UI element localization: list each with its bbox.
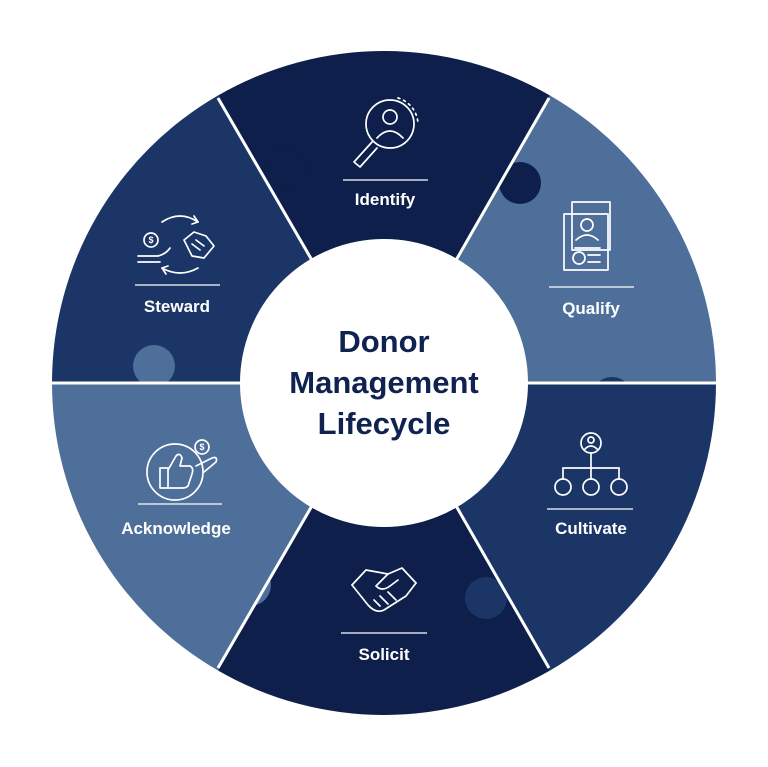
segment-identify-content: Identify	[343, 97, 428, 209]
segment-label-cultivate: Cultivate	[555, 519, 627, 538]
segment-label-identify: Identify	[355, 190, 416, 209]
org-chart-icon	[554, 432, 628, 496]
puzzle-knob	[465, 577, 507, 619]
divider	[216, 97, 315, 263]
puzzle-knob	[499, 162, 541, 204]
puzzle-knob	[133, 345, 175, 387]
divider	[453, 503, 551, 669]
center-title-line-3: Lifecycle	[318, 406, 451, 441]
segment-steward-content: $ Steward	[135, 215, 220, 316]
segment-solicit-content: Solicit	[341, 567, 427, 664]
segment-steward	[52, 95, 313, 384]
segment-cultivate	[455, 383, 716, 671]
coin-exchange-handshake-icon: $	[137, 215, 215, 275]
handshake-icon	[351, 567, 417, 613]
segment-label-acknowledge: Acknowledge	[121, 519, 231, 538]
center-title: Donor Management Lifecycle	[289, 324, 478, 441]
segment-cultivate-content: Cultivate	[547, 432, 633, 538]
segment-dividers	[50, 97, 716, 669]
puzzle-knob	[591, 377, 633, 419]
profile-document-icon	[563, 201, 611, 271]
coin-symbol: $	[148, 235, 153, 245]
thumbs-up-coin-icon: $	[146, 439, 218, 501]
puzzle-knobs	[133, 149, 633, 619]
puzzle-knob	[264, 149, 306, 191]
center-title-line-1: Donor	[338, 324, 429, 359]
segment-acknowledge-content: $ Acknowledge	[121, 439, 231, 538]
segment-label-solicit: Solicit	[358, 645, 409, 664]
segment-qualify-content: Qualify	[549, 201, 634, 318]
segment-identify	[218, 50, 550, 261]
segment-label-qualify: Qualify	[562, 299, 620, 318]
segment-label-steward: Steward	[144, 297, 210, 316]
center-title-line-2: Management	[289, 365, 478, 400]
coin-symbol: $	[199, 442, 204, 452]
divider	[216, 503, 315, 669]
divider	[453, 97, 551, 263]
search-person-icon	[353, 97, 419, 168]
center-disc	[240, 239, 528, 527]
